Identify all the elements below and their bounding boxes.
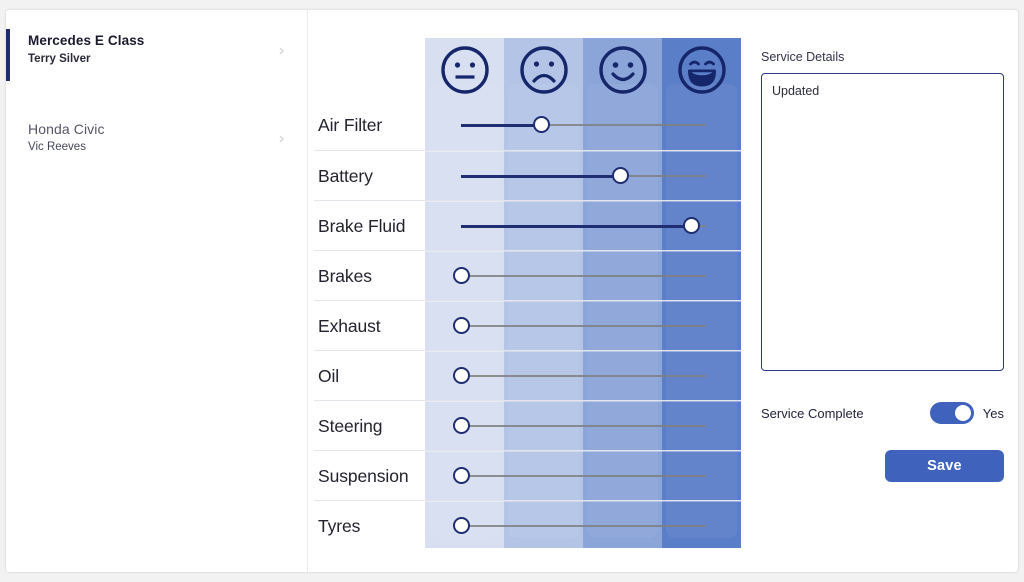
row-separator	[425, 451, 741, 452]
service-item-label: Suspension	[318, 451, 425, 501]
service-item-label: Brake Fluid	[318, 201, 425, 251]
slider-track	[461, 425, 706, 427]
service-details-label: Service Details	[761, 50, 845, 64]
slider-track	[461, 275, 706, 277]
service-item-label: Tyres	[318, 501, 425, 551]
service-complete-row: Service Complete Yes	[761, 402, 1004, 424]
rating-slider[interactable]	[461, 167, 706, 184]
service-complete-label: Service Complete	[761, 405, 864, 421]
row-separator	[425, 401, 741, 402]
vehicle-sidebar: Mercedes E Class Terry Silver › Honda Ci…	[6, 10, 308, 572]
frowning-face-icon	[504, 40, 583, 100]
band-inner	[429, 84, 500, 538]
service-details-panel: Service Details Service Complete Yes Sav…	[761, 50, 1011, 482]
row-separator	[425, 151, 741, 152]
slider-track	[461, 124, 706, 126]
rating-band-excellent	[662, 38, 741, 548]
service-item-label: Air Filter	[318, 100, 425, 150]
vehicle-title: Honda Civic	[28, 121, 105, 137]
slider-thumb[interactable]	[452, 267, 470, 284]
service-item-label: Battery	[318, 151, 425, 201]
sidebar-item-vehicle-0[interactable]: Mercedes E Class Terry Silver ›	[6, 22, 307, 81]
chevron-right-icon[interactable]: ›	[278, 129, 285, 149]
slider-track	[461, 325, 706, 327]
service-item-label: Brakes	[318, 251, 425, 301]
sidebar-item-vehicle-1[interactable]: Honda Civic Vic Reeves ›	[6, 110, 307, 168]
slider-fill	[461, 174, 621, 178]
service-complete-toggle[interactable]	[929, 402, 974, 424]
service-item-row: Battery	[314, 150, 741, 201]
rating-band-good	[583, 38, 662, 548]
slider-thumb[interactable]	[452, 367, 470, 384]
slider-fill	[461, 224, 692, 228]
toggle-knob	[954, 405, 971, 421]
vehicle-owner: Terry Silver	[28, 53, 91, 65]
save-button[interactable]: Save	[885, 450, 1004, 482]
rating-slider[interactable]	[461, 217, 706, 234]
rating-slider[interactable]	[461, 116, 706, 133]
rating-slider[interactable]	[452, 317, 706, 334]
rating-slider[interactable]	[452, 367, 706, 384]
row-separator	[425, 501, 741, 502]
band-inner	[666, 84, 737, 538]
slider-track	[461, 525, 706, 527]
rating-band-poor	[504, 38, 583, 548]
rating-header-icons	[425, 38, 741, 100]
slider-thumb[interactable]	[533, 116, 551, 133]
service-item-row: Exhaust	[314, 300, 741, 351]
rating-slider[interactable]	[452, 417, 706, 434]
service-item-row: Brake Fluid	[314, 200, 741, 251]
service-item-row: Air Filter	[314, 100, 741, 150]
service-item-row: Oil	[314, 350, 741, 401]
rating-slider[interactable]	[452, 267, 706, 284]
toggle-state-label: Yes	[982, 405, 1004, 421]
slider-track	[461, 475, 706, 477]
slider-thumb[interactable]	[452, 467, 470, 484]
grinning-face-icon	[662, 40, 741, 100]
slider-thumb[interactable]	[452, 317, 470, 334]
row-separator	[425, 201, 741, 202]
rating-color-bands	[425, 38, 741, 548]
slider-thumb[interactable]	[452, 417, 470, 434]
chevron-right-icon[interactable]: ›	[278, 41, 285, 61]
row-separator	[425, 301, 741, 302]
row-separator	[425, 351, 741, 352]
row-separator	[425, 251, 741, 252]
slider-fill	[461, 123, 542, 127]
vehicle-title: Mercedes E Class	[28, 33, 145, 48]
service-item-row: Tyres	[314, 500, 741, 551]
app-window: Mercedes E Class Terry Silver › Honda Ci…	[6, 10, 1018, 572]
band-inner	[508, 84, 579, 538]
service-item-row: Brakes	[314, 250, 741, 301]
slider-thumb[interactable]	[452, 517, 470, 534]
slider-track	[461, 375, 706, 377]
service-item-label: Oil	[318, 351, 425, 401]
smiling-face-icon	[583, 40, 662, 100]
service-item-label: Exhaust	[318, 301, 425, 351]
service-item-row: Steering	[314, 400, 741, 451]
rating-slider[interactable]	[452, 467, 706, 484]
rating-slider[interactable]	[452, 517, 706, 534]
slider-thumb[interactable]	[611, 167, 629, 184]
service-item-label: Steering	[318, 401, 425, 451]
rating-band-neutral	[425, 38, 504, 548]
service-details-input[interactable]	[761, 73, 1004, 371]
service-item-row: Suspension	[314, 450, 741, 501]
neutral-face-icon	[425, 40, 504, 100]
band-inner	[587, 84, 658, 538]
slider-thumb[interactable]	[682, 217, 700, 234]
vehicle-owner: Vic Reeves	[28, 141, 86, 153]
